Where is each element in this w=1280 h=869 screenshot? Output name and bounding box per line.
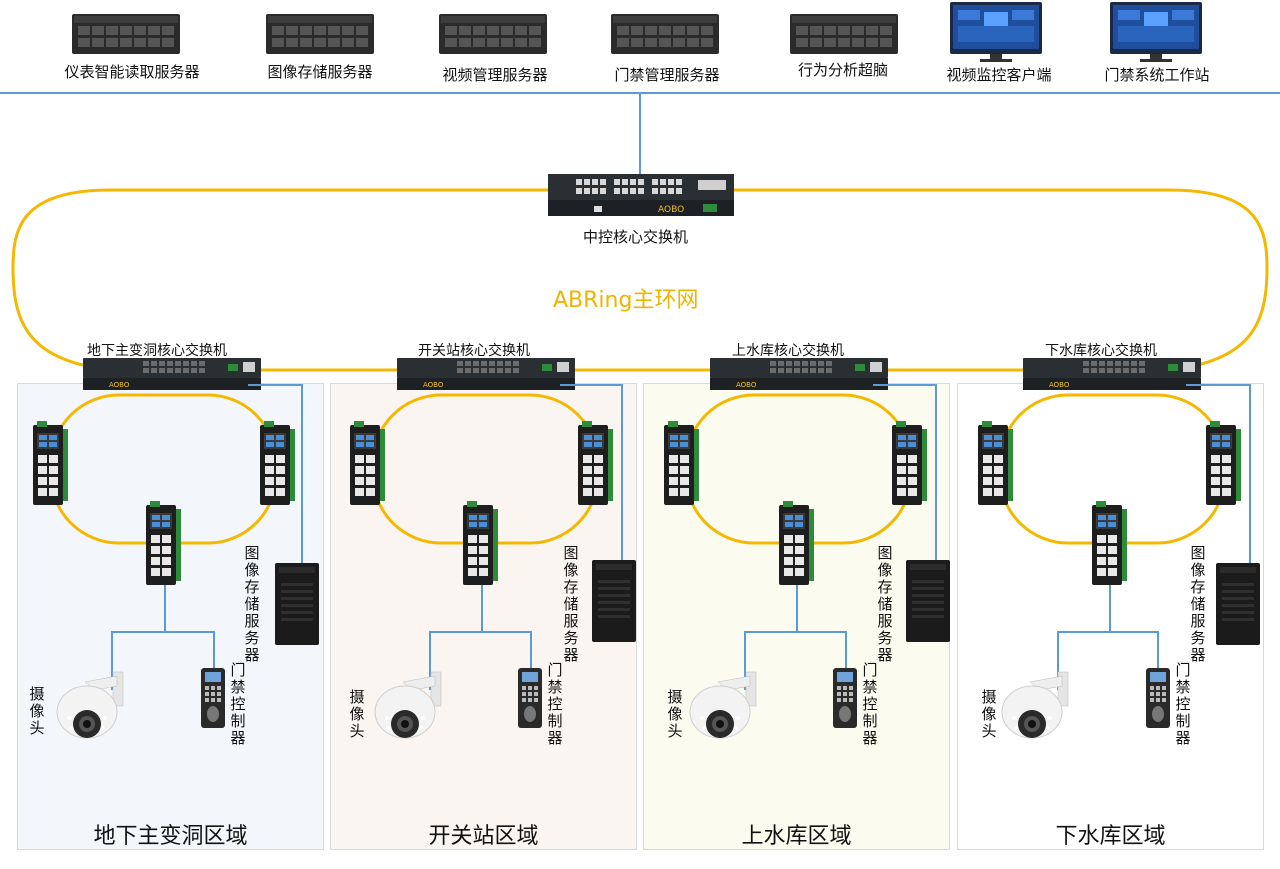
zone-core-switch-icon [397, 358, 575, 390]
monitor-icon [950, 2, 1042, 62]
rack-server-icon [790, 14, 898, 54]
access-controller-label: 门禁控制器 [1175, 661, 1191, 747]
camera-label: 摄像头 [981, 688, 997, 740]
central-switch-icon: AOBO [548, 174, 734, 216]
top-device-label: 门禁系统工作站 [1104, 66, 1210, 84]
zone-title: 下水库区域 [1055, 824, 1166, 849]
zone-1-graphics [350, 384, 636, 739]
top-device-label: 视频监控客户端 [946, 66, 1052, 84]
ring-label: ABRing主环网 [553, 288, 699, 313]
zone-switch-label: 开关站核心交换机 [418, 343, 530, 359]
central-switch-label: 中控核心交换机 [583, 228, 689, 246]
monitor-icon [1110, 2, 1202, 62]
zone-core-switch-icon [710, 358, 888, 390]
svg-text:AOBO: AOBO [658, 205, 684, 215]
zone-core-switch-icon [1023, 358, 1201, 390]
zone-switch-label: 上水库核心交换机 [732, 343, 844, 359]
rack-server-icon [439, 14, 547, 54]
zone-title: 开关站区域 [428, 824, 539, 849]
zone-core-switch-icon [83, 358, 261, 390]
storage-server-label: 图像存储服务器 [563, 544, 579, 664]
camera-label: 摄像头 [667, 688, 683, 740]
zone-3-graphics [978, 384, 1260, 739]
camera-label: 摄像头 [349, 688, 365, 740]
camera-label: 摄像头 [29, 685, 45, 737]
zone-switch-label: 地下主变洞核心交换机 [87, 343, 227, 359]
top-device-label: 行为分析超脑 [797, 61, 888, 79]
zone-0-graphics [33, 384, 319, 739]
access-controller-label: 门禁控制器 [862, 661, 878, 747]
access-controller-label: 门禁控制器 [547, 661, 563, 747]
top-device-label: 视频管理服务器 [442, 66, 548, 84]
rack-server-icon [266, 14, 374, 54]
zone-switch-label: 下水库核心交换机 [1045, 343, 1157, 359]
top-device-label: 仪表智能读取服务器 [64, 63, 200, 81]
storage-server-label: 图像存储服务器 [244, 544, 260, 664]
top-device-label: 门禁管理服务器 [614, 66, 720, 84]
rack-server-icon [611, 14, 719, 54]
zone-2-graphics [664, 384, 950, 739]
storage-server-label: 图像存储服务器 [877, 544, 893, 664]
rack-server-icon [72, 14, 180, 54]
zone-title: 地下主变洞区域 [93, 824, 248, 849]
access-controller-label: 门禁控制器 [230, 661, 246, 747]
zone-title: 上水库区域 [741, 824, 852, 849]
top-device-label: 图像存储服务器 [267, 63, 373, 81]
storage-server-label: 图像存储服务器 [1190, 544, 1206, 664]
